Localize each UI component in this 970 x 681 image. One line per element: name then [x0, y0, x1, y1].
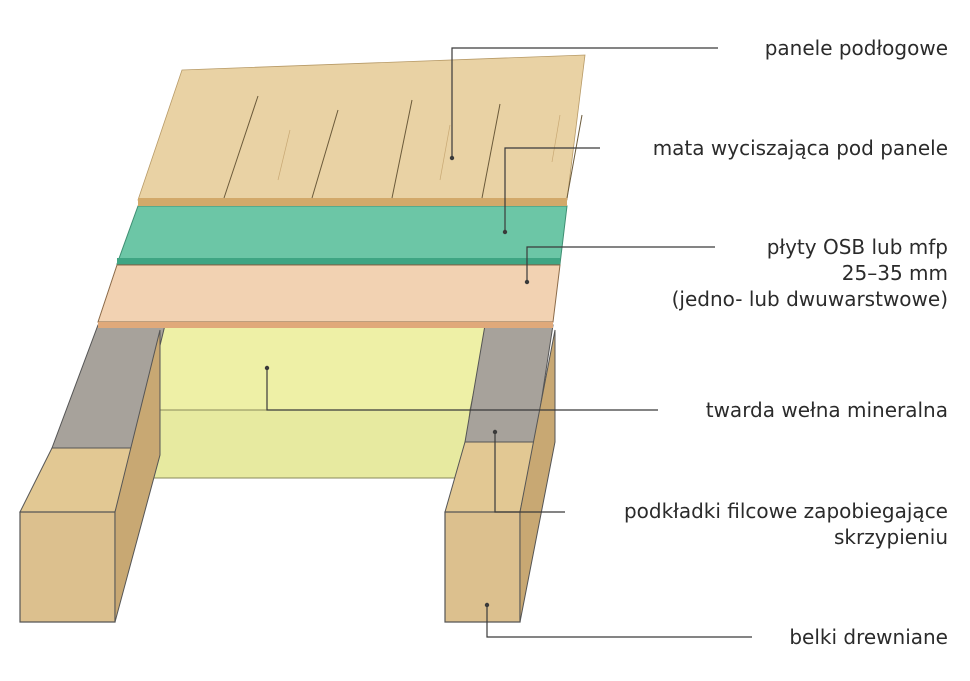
osb-layer — [97, 264, 561, 328]
label-osb-line-3: (jedno- lub dwuwarstwowe) — [671, 287, 948, 311]
floor-panels-layer — [137, 54, 586, 206]
right-beam — [444, 324, 556, 623]
mineral-wool-layer — [137, 324, 489, 479]
label-mineral-wool: twarda wełna mineralna — [706, 397, 948, 423]
label-osb-line-2: 25–35 mm — [841, 261, 948, 285]
label-osb-boards: płyty OSB lub mfp 25–35 mm (jedno- lub d… — [672, 234, 948, 312]
leader-felt — [494, 432, 565, 513]
leader-lines — [266, 47, 752, 638]
label-wooden-beams-text: belki drewniane — [789, 625, 948, 649]
label-osb-line-1: płyty OSB lub mfp — [766, 235, 948, 259]
leader-wool — [266, 368, 658, 411]
leader-osb — [526, 246, 715, 282]
label-mineral-wool-text: twarda wełna mineralna — [705, 398, 948, 422]
label-felt-pads: podkładki filcowe zapobiegające skrzypie… — [624, 498, 948, 550]
label-felt-line-2: skrzypieniu — [833, 525, 948, 549]
leader-dots — [264, 155, 530, 608]
leader-panels — [451, 47, 718, 158]
label-acoustic-mat-text: mata wyciszająca pod panele — [652, 136, 948, 160]
left-beam — [19, 324, 166, 623]
label-wooden-beams: belki drewniane — [789, 624, 948, 650]
leader-beams — [486, 605, 752, 638]
label-acoustic-mat: mata wyciszająca pod panele — [653, 135, 948, 161]
label-floor-panels: panele podłogowe — [765, 35, 948, 61]
label-felt-line-1: podkładki filcowe zapobiegające — [623, 499, 948, 523]
leader-mat — [504, 147, 600, 232]
acoustic-mat-layer — [116, 205, 568, 265]
label-floor-panels-text: panele podłogowe — [764, 36, 948, 60]
